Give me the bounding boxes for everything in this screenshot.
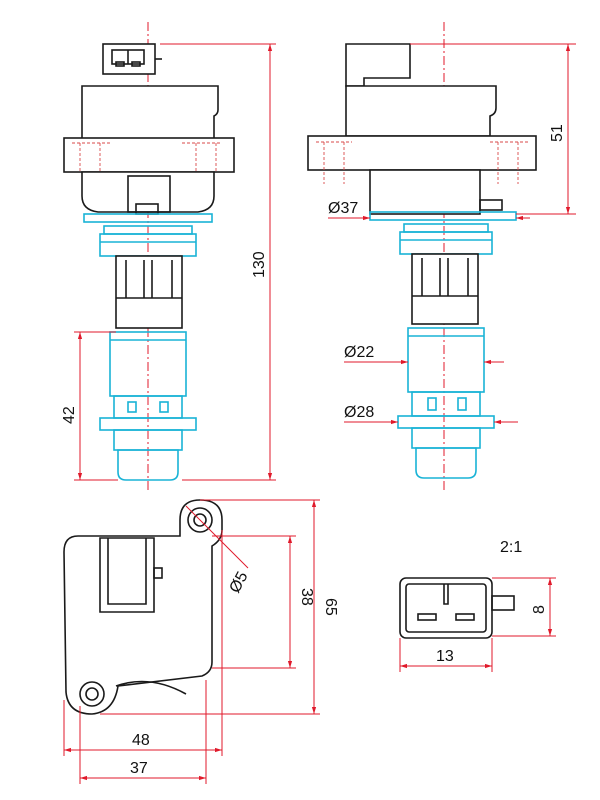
dimension-body-width: 37: [79, 680, 207, 784]
side-flange: [307, 135, 537, 171]
side-connector: [345, 43, 411, 87]
side-cyan-collar: [399, 231, 493, 255]
dimension-dia37-label: Ø37: [328, 200, 358, 217]
front-seal-ring: [83, 213, 213, 223]
dimension-13-label: 13: [436, 648, 454, 665]
front-housing-top: [81, 85, 219, 141]
scale-label: 2:1: [500, 539, 522, 556]
dimension-flange-height: 65: [100, 499, 339, 715]
dimension-diameter-22: Ø22: [344, 344, 504, 365]
mount-hole-top: [193, 513, 207, 527]
dimension-top-height: 51: [410, 43, 576, 215]
connector-detail-body: [399, 577, 493, 639]
dimension-diameter-28: Ø28: [344, 404, 518, 425]
dimension-8-label: 8: [531, 605, 548, 614]
front-tip: [117, 449, 179, 481]
connector-detail-pin-right: [455, 613, 475, 621]
mount-hole-bottom: [85, 687, 99, 701]
dimension-42-label: 42: [61, 406, 78, 424]
connector-detail-latch: [491, 595, 515, 611]
side-housing-lower: [369, 169, 481, 215]
dimension-48-label: 48: [132, 732, 150, 749]
bottom-boss-arc: [115, 680, 187, 695]
dimension-38-label: 38: [298, 588, 315, 606]
dimension-dia22-label: Ø22: [344, 344, 374, 361]
dimension-hole-spacing: 38: [212, 535, 315, 669]
connector-detail-pin-left: [417, 613, 437, 621]
side-housing-top: [345, 85, 497, 137]
dimension-dia5-label: Ø5: [227, 569, 252, 596]
side-lower-body: [407, 327, 485, 393]
dimension-65-label: 65: [322, 598, 339, 616]
dimension-connector-width: 13: [399, 638, 493, 672]
dimension-lower-length: 42: [61, 331, 118, 481]
dimension-130-label: 130: [251, 251, 268, 278]
mount-hole-bottom-ring: [79, 681, 105, 707]
side-shaft: [411, 253, 479, 325]
front-shaft: [115, 255, 183, 329]
connector-detail-socket: [405, 583, 487, 633]
bottom-connector-outline: [99, 537, 155, 613]
front-connector: [102, 43, 156, 75]
dimension-overall-height: 130: [160, 43, 276, 481]
front-flange: [63, 137, 235, 173]
side-tip: [415, 447, 477, 479]
connector-detail: 2:1: [399, 539, 522, 639]
dimension-connector-height: 8: [492, 577, 556, 637]
front-housing-lower: [81, 171, 215, 213]
mount-hole-top-ring: [187, 507, 213, 533]
bottom-view: [63, 499, 223, 715]
side-view: [307, 22, 537, 492]
front-view: [63, 22, 235, 492]
dimension-51-label: 51: [549, 124, 566, 142]
side-lower-ring: [397, 415, 495, 429]
dimension-diameter-37: Ø37: [328, 200, 530, 221]
dimension-dia28-label: Ø28: [344, 404, 374, 421]
dimension-flange-width: 48: [63, 530, 223, 756]
dimension-37-label: 37: [130, 760, 148, 777]
